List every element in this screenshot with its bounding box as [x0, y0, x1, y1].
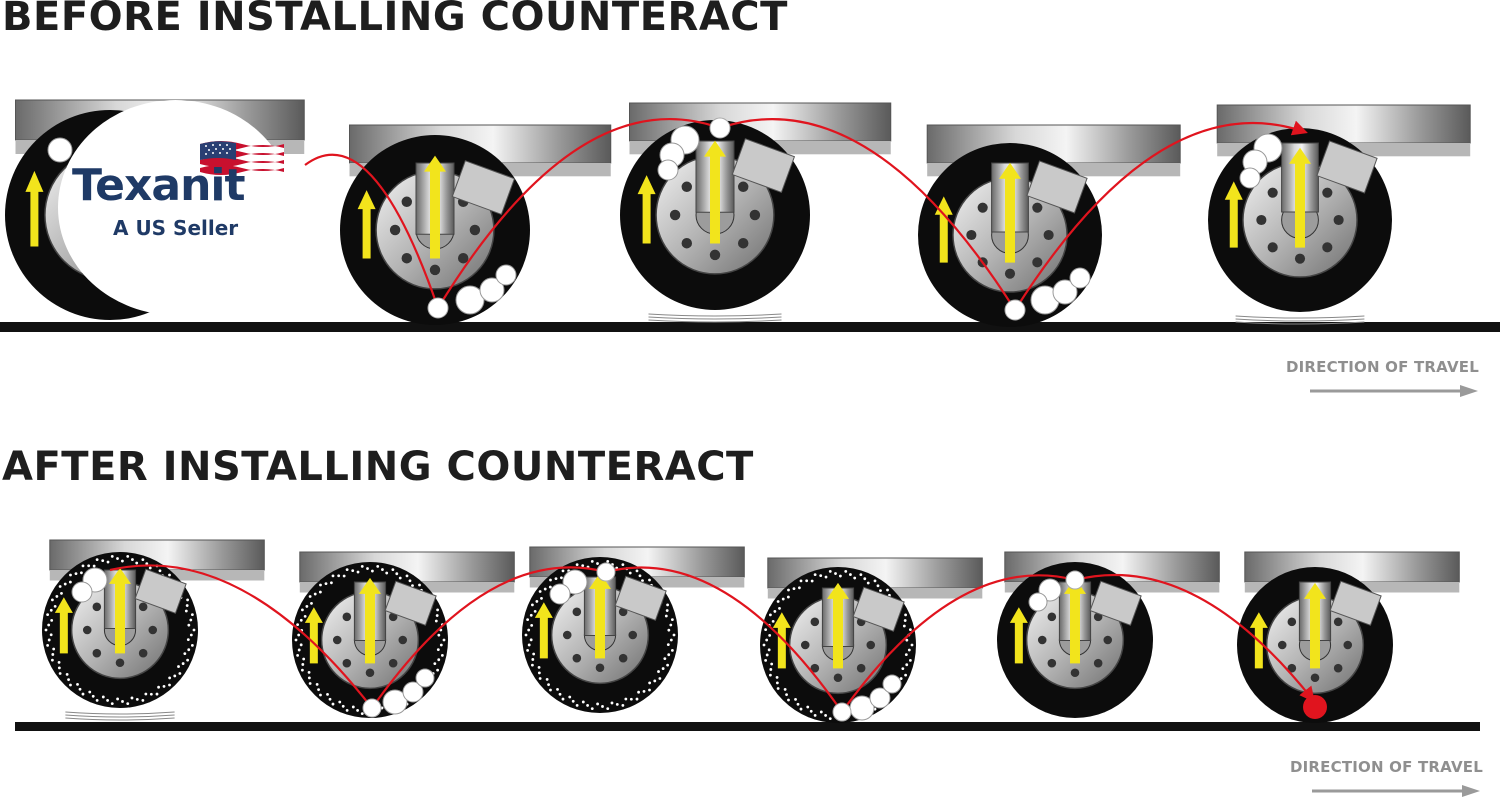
after-diagram	[15, 539, 1480, 731]
contact-point	[1065, 570, 1085, 590]
wheel-icon	[918, 124, 1181, 327]
contact-point	[427, 297, 449, 319]
road-line	[15, 722, 1480, 731]
contact-point	[1004, 299, 1026, 321]
seller-brand-name: Texanit	[72, 160, 246, 211]
wheel-icon	[340, 124, 612, 325]
bounce-trajectory	[304, 118, 1308, 313]
wheel-icon	[997, 551, 1220, 718]
seller-tagline: A US Seller	[113, 216, 239, 240]
road-line	[0, 322, 1500, 332]
us-flag-icon	[200, 141, 284, 175]
wheel-icon	[760, 557, 983, 723]
contact-point	[709, 117, 731, 139]
after-title: AFTER INSTALLING COUNTERACT	[2, 444, 754, 490]
seller-logo-badge	[58, 100, 293, 315]
heavy-spot-marker	[1303, 695, 1327, 719]
wheel-icon	[292, 551, 515, 718]
contact-point	[832, 702, 852, 722]
before-direction-arrow-icon	[1310, 385, 1478, 397]
after-direction-label: DIRECTION OF TRAVEL	[1290, 758, 1483, 776]
wheel-icon	[1208, 104, 1471, 325]
wheel-icon	[620, 102, 892, 323]
wheel-icon	[42, 539, 265, 721]
bounce-trajectory	[109, 564, 1315, 714]
contact-point	[596, 562, 616, 582]
before-direction-label: DIRECTION OF TRAVEL	[1286, 358, 1479, 376]
wheel-icon	[522, 546, 745, 713]
after-direction-arrow-icon	[1312, 785, 1480, 797]
before-title: BEFORE INSTALLING COUNTERACT	[2, 0, 788, 40]
wheel-icon	[1237, 551, 1460, 723]
contact-point	[362, 698, 382, 718]
